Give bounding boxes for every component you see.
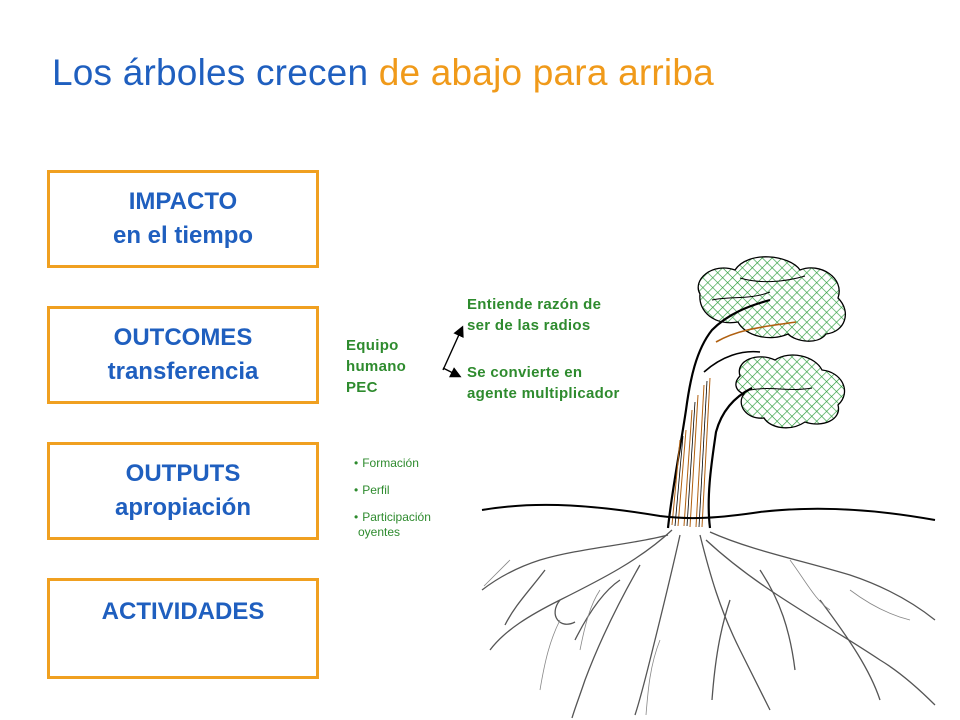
stage-subtitle: transferencia bbox=[107, 358, 259, 385]
title-part-orange: de abajo para arriba bbox=[378, 52, 714, 93]
list-item: •Perfil bbox=[354, 483, 390, 497]
outcome-line: Entiende razón de bbox=[467, 296, 602, 313]
title-part-blue: Los árboles crecen bbox=[52, 52, 379, 93]
stage-box-outcomes: OUTCOMES transferencia bbox=[47, 306, 319, 404]
stage-title: IMPACTO bbox=[128, 188, 238, 215]
outcome-label-understands: Entiende razón de ser de las radios bbox=[467, 294, 601, 336]
source-label-line: humano bbox=[346, 358, 407, 375]
outcome-line: ser de las radios bbox=[467, 317, 591, 334]
page-title: Los árboles crecen de abajo para arriba bbox=[52, 52, 714, 94]
outcome-label-multiplier: Se convierte en agente multiplicador bbox=[467, 362, 620, 404]
stage-title: OUTPUTS bbox=[125, 460, 241, 487]
tree-roots-fine bbox=[483, 559, 911, 716]
stage-box-impacto: IMPACTO en el tiempo bbox=[47, 170, 319, 268]
tree-roots bbox=[481, 529, 936, 719]
source-label: Equipo humano PEC bbox=[346, 335, 406, 398]
foliage-lower bbox=[735, 354, 846, 429]
ground-line bbox=[481, 503, 936, 521]
arrow-up bbox=[442, 325, 464, 371]
source-label-line: Equipo bbox=[346, 337, 399, 354]
stage-box-actividades: ACTIVIDADES bbox=[47, 578, 319, 679]
arrow-right bbox=[442, 367, 462, 378]
stage-title: OUTCOMES bbox=[113, 324, 253, 351]
stage-box-outputs: OUTPUTS apropiación bbox=[47, 442, 319, 540]
outcome-line: agente multiplicador bbox=[467, 385, 620, 402]
stage-subtitle: apropiación bbox=[114, 494, 252, 521]
stage-title: ACTIVIDADES bbox=[101, 598, 265, 625]
source-label-line: PEC bbox=[346, 379, 378, 396]
list-item: •Formación bbox=[354, 456, 419, 470]
outcome-line: Se convierte en bbox=[467, 364, 583, 381]
foliage-upper bbox=[697, 256, 847, 342]
tree-trunk bbox=[666, 298, 797, 529]
stage-subtitle: en el tiempo bbox=[112, 222, 254, 249]
